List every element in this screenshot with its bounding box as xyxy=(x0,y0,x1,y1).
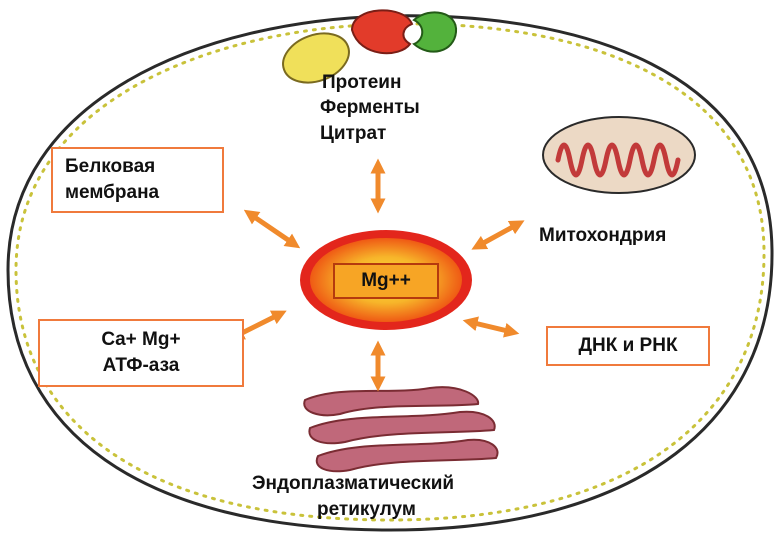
atpase-box: Ca+ Mg+ АТФ-аза xyxy=(38,319,244,387)
atpase-line-2: АТФ-аза xyxy=(102,355,180,376)
center-label: Mg++ xyxy=(361,270,411,291)
dna-rna-box: ДНК и РНК xyxy=(546,326,710,366)
dna-rna-label: ДНК и РНК xyxy=(578,335,678,356)
protein-blobs xyxy=(282,9,458,84)
label-enzymes: Ферменты xyxy=(320,97,420,118)
protein-membrane-line-1: Белковая xyxy=(65,156,156,177)
arrow-bottom-right xyxy=(462,316,520,338)
cell-outline-dots xyxy=(14,22,766,522)
label-citrate: Цитрат xyxy=(320,123,387,144)
arrow-top-left xyxy=(243,209,301,249)
mitochondrion-icon xyxy=(542,116,696,194)
label-er-line-1: Эндоплазматический xyxy=(252,473,455,494)
protein-membrane-line-2: мембрана xyxy=(65,182,160,203)
er-icon xyxy=(303,386,499,473)
protein-membrane-box: Белковая мембрана xyxy=(51,147,224,213)
label-protein: Протеин xyxy=(322,72,402,93)
atpase-line-1: Ca+ Mg+ xyxy=(101,329,181,350)
red-blob xyxy=(350,9,414,55)
label-mitochondria: Митохондрия xyxy=(539,225,667,246)
yellow-blob xyxy=(282,32,350,84)
arrow-top-right xyxy=(471,220,525,250)
cell-outline xyxy=(6,14,774,532)
green-blob xyxy=(412,11,458,53)
center-label-box xyxy=(333,263,439,299)
label-er-line-2: ретикулум xyxy=(317,499,416,520)
